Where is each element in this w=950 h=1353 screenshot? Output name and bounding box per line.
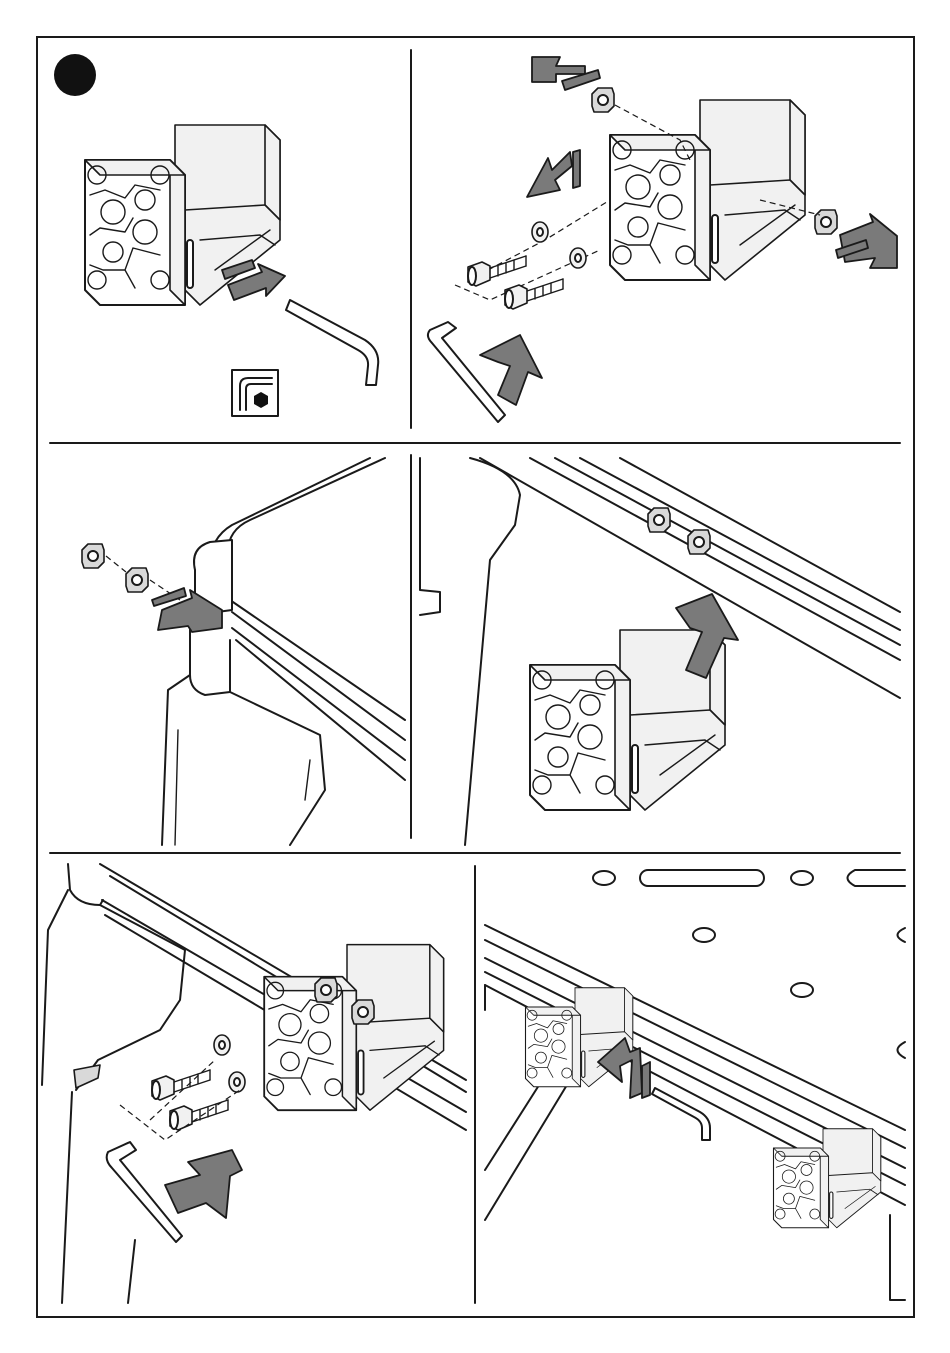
panel-3-rail-corner [82,458,405,845]
panel-1-end-bracket [54,54,378,416]
move-arrow-icon [532,57,600,90]
move-arrow-icon [527,150,580,197]
hex-key-icon [232,370,278,416]
hex-key-icon [428,322,505,422]
move-arrow-icon [165,1150,242,1218]
move-arrow-icon [836,214,897,268]
step-marker [54,54,96,96]
panel-6-bracket-slide [485,870,905,1300]
hex-key-icon [286,300,378,385]
panel-4-bracket-lift [420,458,900,845]
panel-2-exploded-bracket [428,57,897,422]
hex-key-icon [652,1088,710,1140]
panel-5-bracket-fasten [42,864,466,1303]
